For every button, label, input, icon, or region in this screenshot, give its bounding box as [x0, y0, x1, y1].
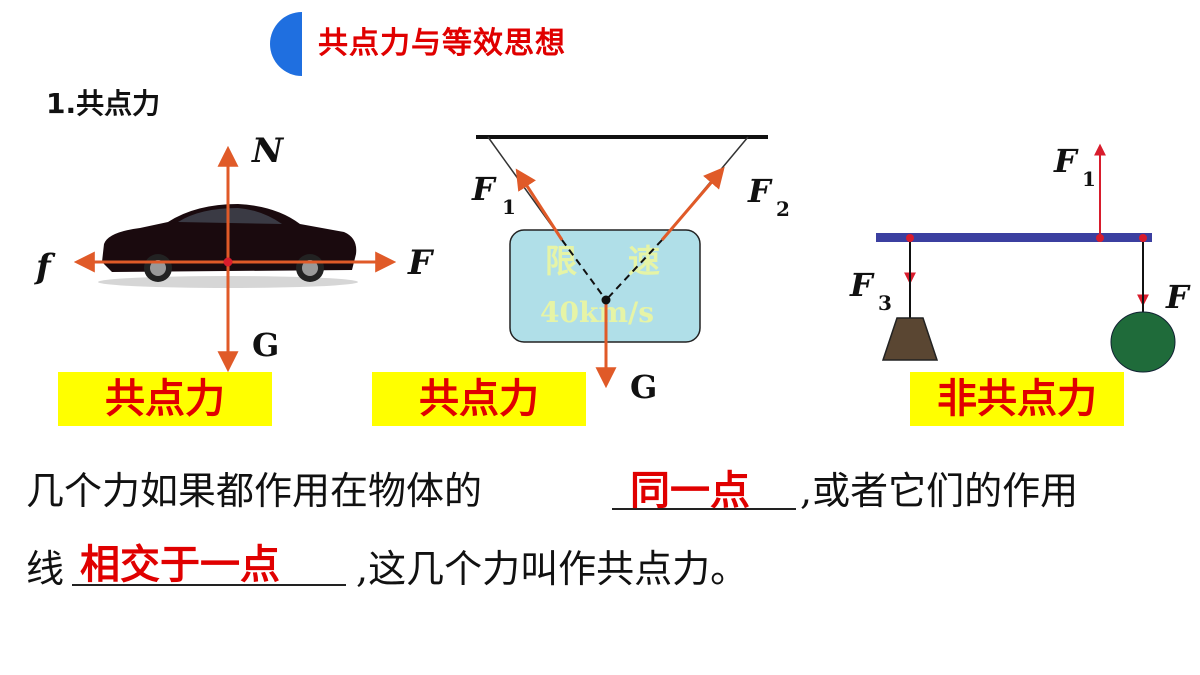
sign-text-2: 速 — [628, 242, 660, 280]
label-F: F — [1165, 278, 1191, 316]
caption-car: 共点力 — [58, 372, 272, 426]
force-arrow-F2 — [660, 166, 725, 241]
sign-text-3: 40km/s — [540, 296, 654, 329]
force-arrow-F1 — [515, 168, 564, 241]
lever-beam — [876, 233, 1152, 242]
label-F: F — [407, 243, 435, 283]
label-N: N — [251, 131, 285, 171]
label-F2: F — [747, 172, 773, 210]
blank2-answer: 相交于一点 — [80, 542, 280, 588]
label-G: G — [252, 326, 279, 364]
lever-diagram: F 1 F 3 F — [849, 142, 1191, 373]
caption-sign: 共点力 — [372, 372, 586, 426]
blank2-underline — [72, 584, 346, 586]
label-F1: F — [1053, 142, 1079, 180]
label-f: f — [34, 247, 56, 287]
blank1-underline — [612, 508, 796, 510]
definition-line2-before: 线 — [26, 547, 65, 591]
car-diagram: N f F G — [34, 131, 435, 373]
diagrams-canvas: N f F G 限 速 40km/s F 1 F 2 G — [34, 131, 1191, 406]
definition-line2-after: ,这几个力叫作共点力。 — [356, 547, 749, 591]
label-F2-sub: 2 — [776, 197, 790, 221]
caption-lever: 非共点力 — [910, 372, 1124, 426]
definition-line1-before: 几个力如果都作用在物体的 — [26, 469, 483, 513]
label-F3: F — [849, 266, 875, 304]
definition-line1-after: ,或者它们的作用 — [800, 469, 1079, 513]
label-G: G — [630, 368, 657, 406]
sign-text-1: 限 — [545, 242, 577, 280]
label-F1-sub: 1 — [1082, 167, 1096, 191]
label-F1: F — [471, 170, 497, 208]
slide-title: 共点力与等效思想 — [318, 26, 566, 61]
section-heading: 1.共点力 — [46, 87, 161, 120]
blank1-answer: 同一点 — [630, 468, 750, 514]
sign-diagram: 限 速 40km/s F 1 F 2 G — [471, 135, 790, 406]
weight-block — [881, 317, 939, 361]
label-F1-sub: 1 — [502, 195, 516, 219]
stone-ball — [1110, 311, 1176, 373]
label-F3-sub: 3 — [878, 291, 892, 315]
